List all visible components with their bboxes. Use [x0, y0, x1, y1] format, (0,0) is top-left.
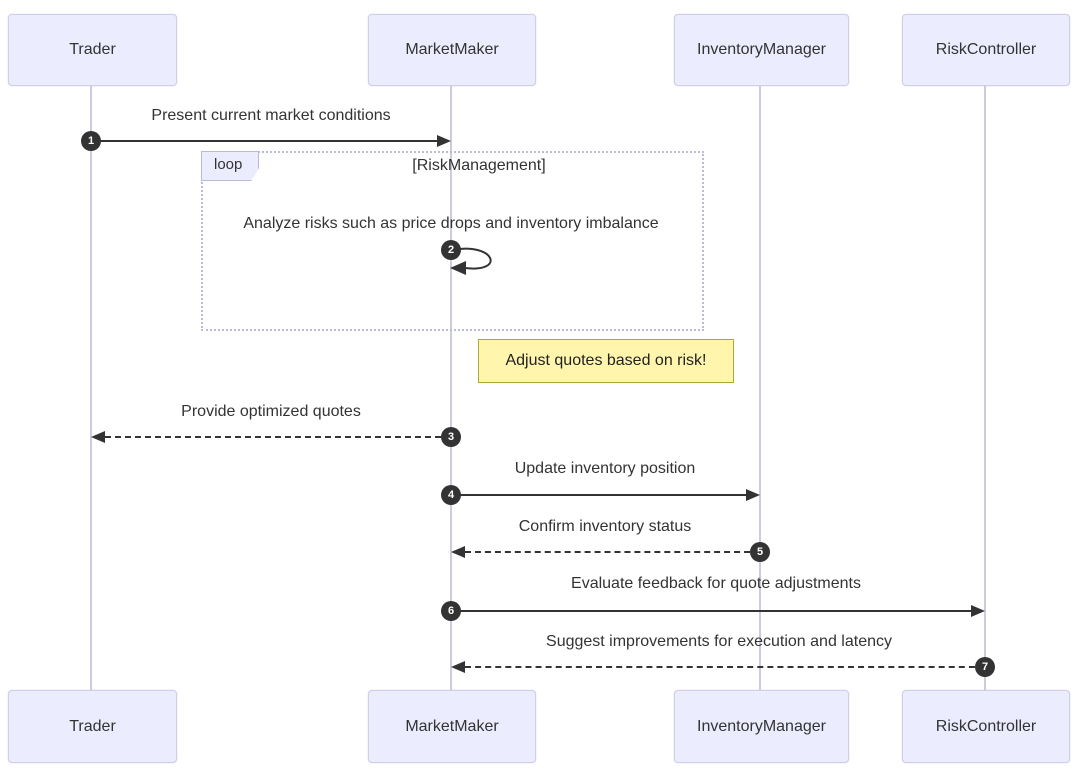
- message-3-arrowhead-icon: [91, 431, 105, 443]
- message-1-seq-badge: 1: [81, 131, 101, 151]
- message-7-arrowhead-icon: [451, 661, 465, 673]
- message-5-line: [465, 551, 760, 553]
- participant-trader-top: Trader: [8, 14, 177, 86]
- message-7-seq-badge: 7: [975, 657, 995, 677]
- message-6-arrowhead-icon: [971, 605, 985, 617]
- participant-inventorymanager-top: InventoryManager: [674, 14, 849, 86]
- participant-riskcontroller-bottom: RiskController: [902, 690, 1070, 763]
- lifeline-trader: [90, 84, 92, 690]
- lifeline-riskcontroller: [984, 84, 986, 690]
- participant-marketmaker-top: MarketMaker: [368, 14, 536, 86]
- message-7-label: Suggest improvements for execution and l…: [546, 633, 892, 650]
- message-1-arrowhead-icon: [437, 135, 451, 147]
- message-4-arrowhead-icon: [746, 489, 760, 501]
- message-3-label: Provide optimized quotes: [181, 403, 361, 420]
- lifeline-inventorymanager: [759, 84, 761, 690]
- loop-frame: [201, 151, 704, 331]
- message-5-label: Confirm inventory status: [518, 518, 692, 535]
- participant-marketmaker-bottom: MarketMaker: [368, 690, 536, 763]
- message-6-label: Evaluate feedback for quote adjustments: [571, 575, 861, 592]
- loop-condition: [RiskManagement]: [412, 157, 546, 174]
- message-2-selfloop-arrow-icon: [450, 247, 492, 275]
- message-4-line: [451, 494, 748, 496]
- message-4-seq-badge: 4: [441, 485, 461, 505]
- loop-label: loop: [201, 151, 260, 181]
- participant-trader-bottom: Trader: [8, 690, 177, 763]
- message-5-seq-badge: 5: [750, 542, 770, 562]
- note-adjust-quotes: Adjust quotes based on risk!: [478, 339, 734, 383]
- message-1-line: [91, 140, 439, 142]
- message-2-seq-badge: 2: [441, 240, 461, 260]
- message-3-line: [105, 436, 451, 438]
- message-5-arrowhead-icon: [451, 546, 465, 558]
- participant-inventorymanager-bottom: InventoryManager: [674, 690, 849, 763]
- message-7-line: [465, 666, 985, 668]
- lifeline-marketmaker: [450, 84, 452, 690]
- message-3-seq-badge: 3: [441, 427, 461, 447]
- participant-riskcontroller-top: RiskController: [902, 14, 1070, 86]
- message-2-label: Analyze risks such as price drops and in…: [243, 215, 659, 232]
- message-1-label: Present current market conditions: [151, 107, 391, 124]
- message-6-seq-badge: 6: [441, 601, 461, 621]
- message-4-label: Update inventory position: [514, 460, 696, 477]
- message-6-line: [451, 610, 973, 612]
